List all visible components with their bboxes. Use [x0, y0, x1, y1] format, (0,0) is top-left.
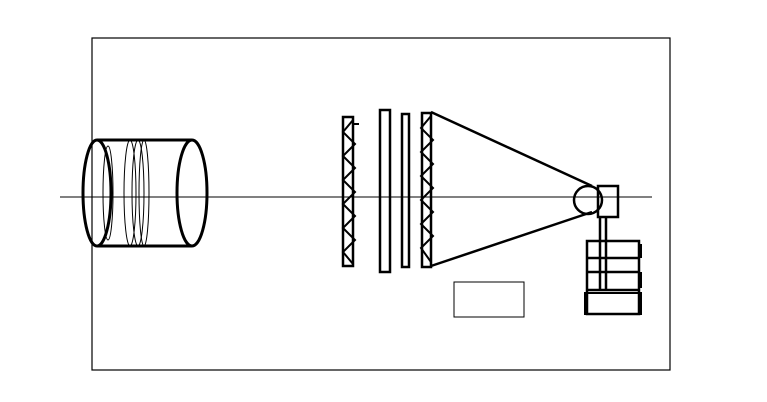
cylindrical-lens-assembly — [81, 138, 209, 248]
light-cone — [430, 110, 593, 268]
frame — [91, 37, 671, 371]
label-box — [453, 281, 525, 318]
stage-base — [584, 239, 642, 316]
plate-3 — [400, 112, 411, 269]
detector-head — [572, 184, 620, 219]
grating-plate-1 — [341, 115, 359, 268]
support-stem — [598, 217, 608, 290]
plate-2 — [378, 108, 392, 274]
grating-plate-4 — [419, 111, 435, 269]
